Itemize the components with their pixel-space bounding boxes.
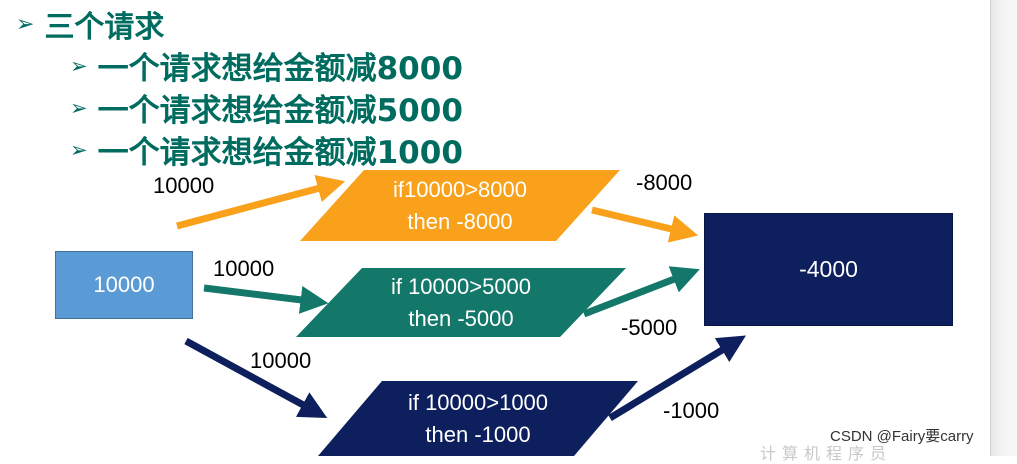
bullet-arrow-icon: ➢ (70, 95, 88, 120)
bullet-item: ➢ 一个请求想给金额减1000 (70, 127, 463, 172)
arrow-src-to-orange (176, 174, 346, 230)
bullet-item-text: 一个请求想给金额减5000 (97, 93, 463, 129)
request-condition: if 10000>5000 (390, 273, 532, 299)
request-condition: if10000>8000 (393, 176, 527, 202)
output-label: -1000 (663, 398, 720, 423)
bullet-arrow-icon: ➢ (70, 137, 88, 162)
request-condition: if 10000>1000 (407, 389, 549, 415)
result-box: -4000 (704, 213, 953, 326)
input-label: 10000 (153, 173, 215, 198)
bullet-item: ➢ 一个请求想给金额减5000 (70, 85, 463, 130)
arrow-src-to-teal (203, 284, 329, 314)
source-box: 10000 (55, 251, 193, 319)
request-5000-box: if 10000>5000 then -5000 (296, 268, 626, 337)
bullet-item: ➢ 一个请求想给金额减8000 (70, 43, 463, 88)
arrow-orange-to-result (591, 206, 699, 243)
bullet-title: ➢ 三个请求 (16, 2, 164, 46)
output-label: -5000 (621, 315, 678, 340)
bullet-item-text: 一个请求想给金额减8000 (97, 51, 463, 87)
arrow-teal-to-result (582, 266, 700, 318)
slide-canvas: ➢ 三个请求 ➢ 一个请求想给金额减8000 ➢ 一个请求想给金额减5000 ➢… (16, 2, 974, 463)
flow-arrows (176, 174, 746, 421)
output-label: -8000 (636, 170, 693, 195)
bullet-item-text: 一个请求想给金额减1000 (97, 135, 463, 171)
vertical-scrollbar[interactable] (990, 0, 1017, 456)
arrow-navy-to-result (608, 335, 746, 421)
input-label: 10000 (213, 256, 275, 281)
arrow-src-to-navy (184, 337, 328, 419)
bullet-arrow-icon: ➢ (70, 53, 88, 78)
csdn-watermark: CSDN @Fairy要carry (830, 428, 974, 445)
bullet-arrow-icon: ➢ (16, 11, 35, 37)
request-action: then -1000 (425, 421, 531, 447)
request-action: then -5000 (408, 305, 514, 331)
request-action: then -8000 (407, 208, 513, 234)
input-label: 10000 (250, 348, 312, 373)
bullet-title-text: 三个请求 (44, 10, 165, 45)
